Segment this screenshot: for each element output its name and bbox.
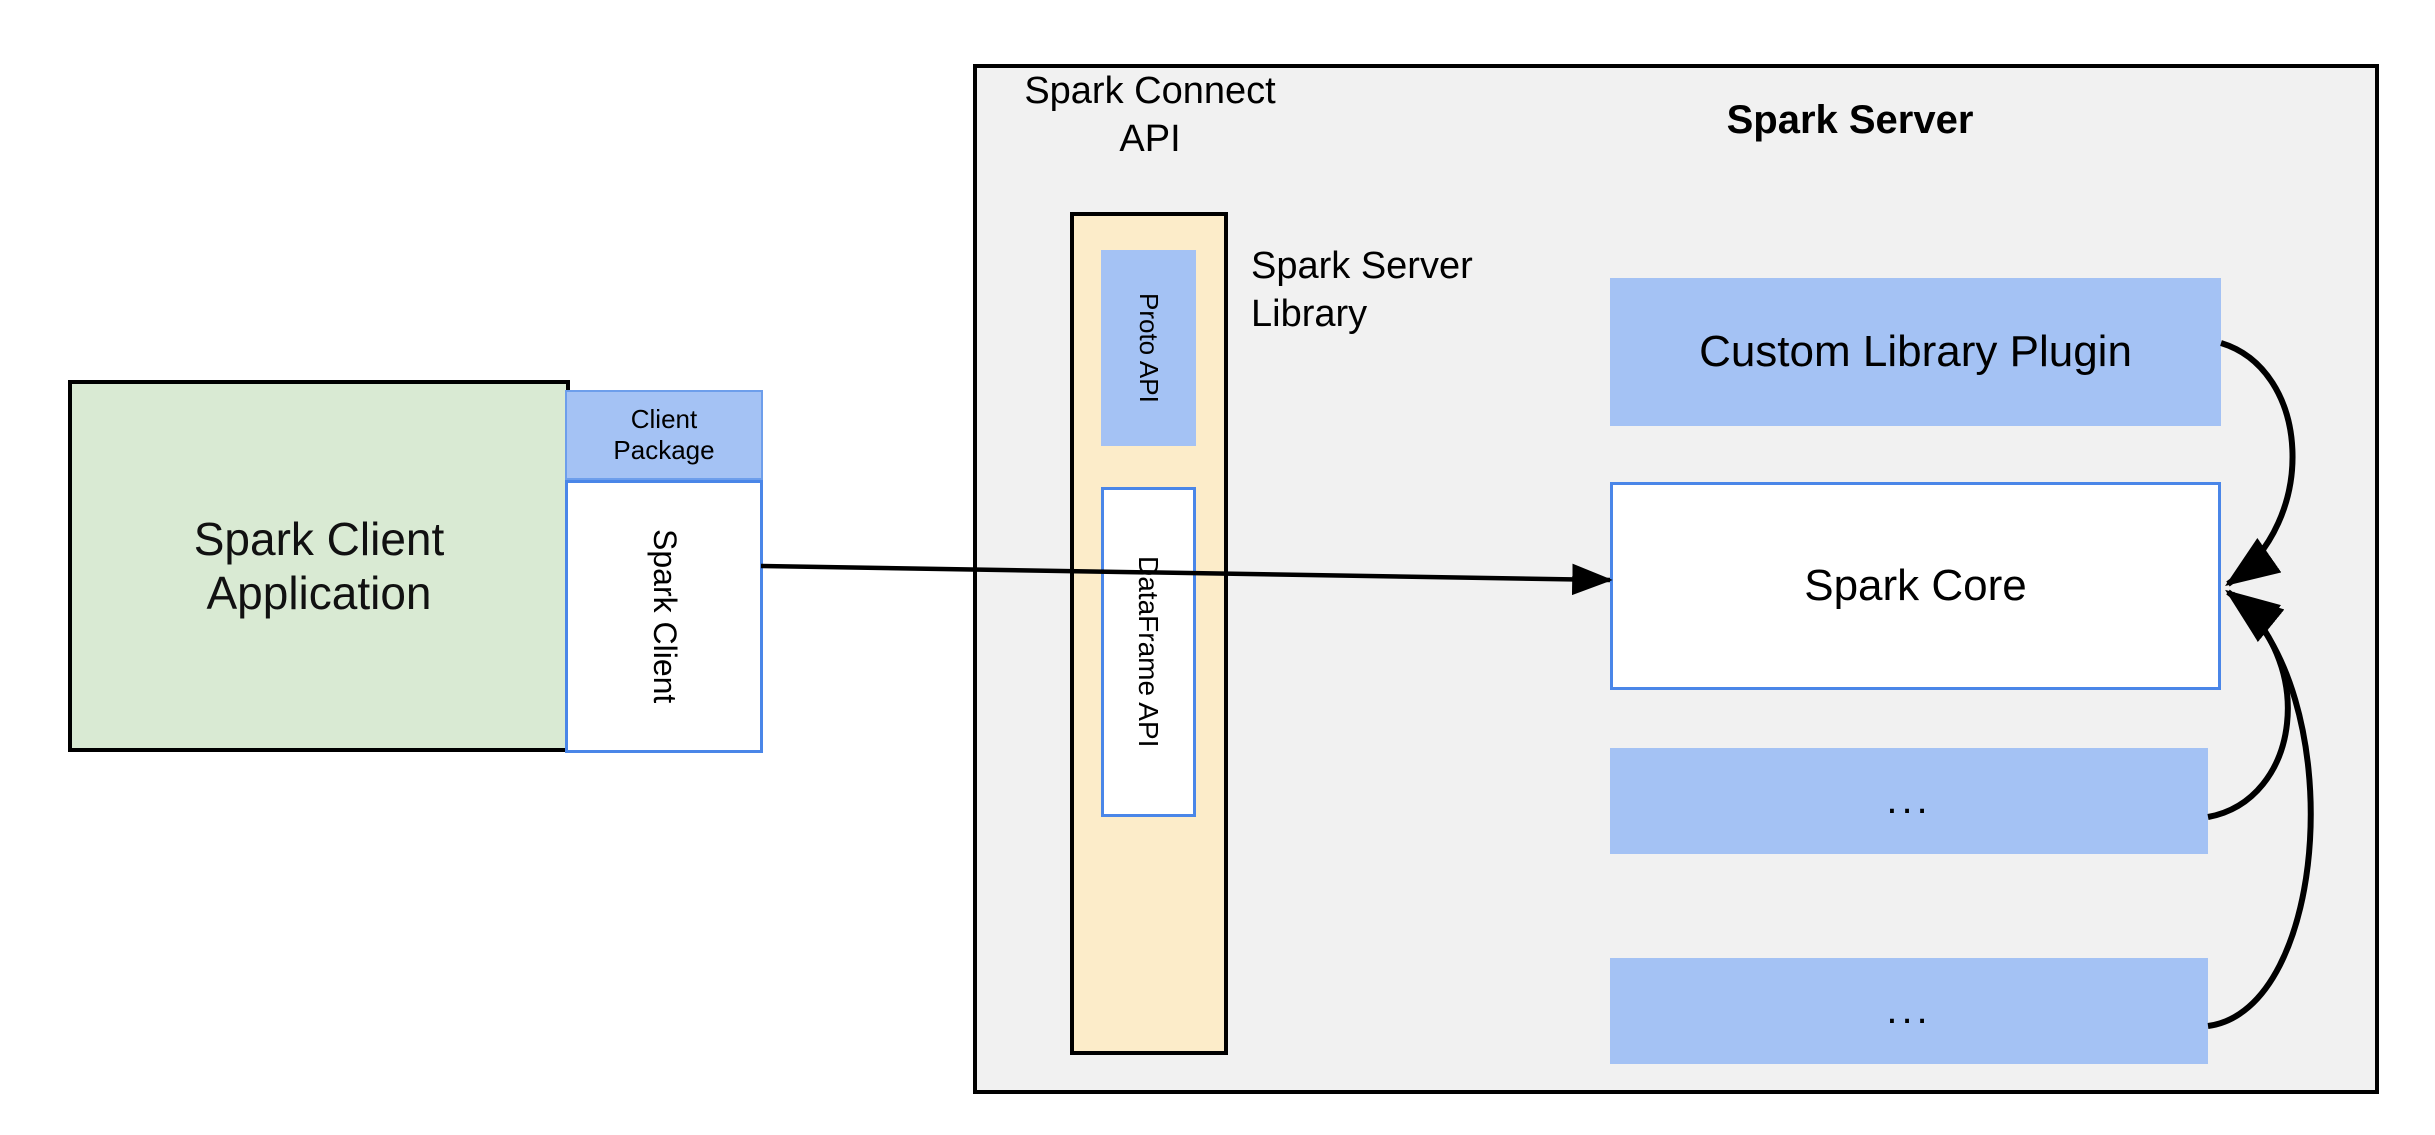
spark-client-label: Spark Client	[646, 529, 683, 704]
spark-server-title: Spark Server	[1726, 98, 1974, 142]
spark-client-application-line1: Spark Client	[193, 512, 445, 565]
proto-api-box[interactable]: Proto API	[1101, 250, 1196, 446]
spark-server-library-label: Spark Server Library	[1251, 243, 1581, 338]
connect-api-title-line1: Spark Connect	[1024, 70, 1276, 112]
dataframe-api-box[interactable]: DataFrame API	[1101, 487, 1196, 817]
client-package-label: Client Package	[613, 404, 714, 465]
server-placeholder-label-1: ...	[1886, 778, 1932, 823]
spark-core-box[interactable]: Spark Core	[1610, 482, 2221, 690]
custom-library-plugin-box[interactable]: Custom Library Plugin	[1610, 278, 2221, 426]
spark-core-label: Spark Core	[1804, 561, 2027, 611]
spark-client-application-label: Spark Client Application	[184, 512, 455, 621]
server-library-label-line1: Spark Server	[1251, 245, 1473, 287]
proto-api-label: Proto API	[1133, 293, 1164, 403]
server-placeholder-box-1[interactable]: ...	[1610, 748, 2208, 854]
spark-connect-api-title: Spark Connect API	[1000, 68, 1300, 163]
dataframe-api-label: DataFrame API	[1133, 556, 1165, 748]
server-placeholder-box-2[interactable]: ...	[1610, 958, 2208, 1064]
custom-library-plugin-label: Custom Library Plugin	[1699, 327, 2132, 377]
spark-client-application-line2: Application	[206, 567, 432, 619]
client-package-line2: Package	[613, 435, 715, 465]
spark-client-box[interactable]: Spark Client	[565, 480, 763, 753]
server-placeholder-label-2: ...	[1886, 988, 1932, 1033]
spark-client-application-box[interactable]: Spark Client Application	[68, 380, 570, 752]
client-package-box[interactable]: Client Package	[565, 390, 763, 480]
client-package-line1: Client	[630, 404, 698, 435]
connect-api-title-line2: API	[1119, 117, 1181, 160]
server-library-label-line2: Library	[1251, 292, 1368, 335]
